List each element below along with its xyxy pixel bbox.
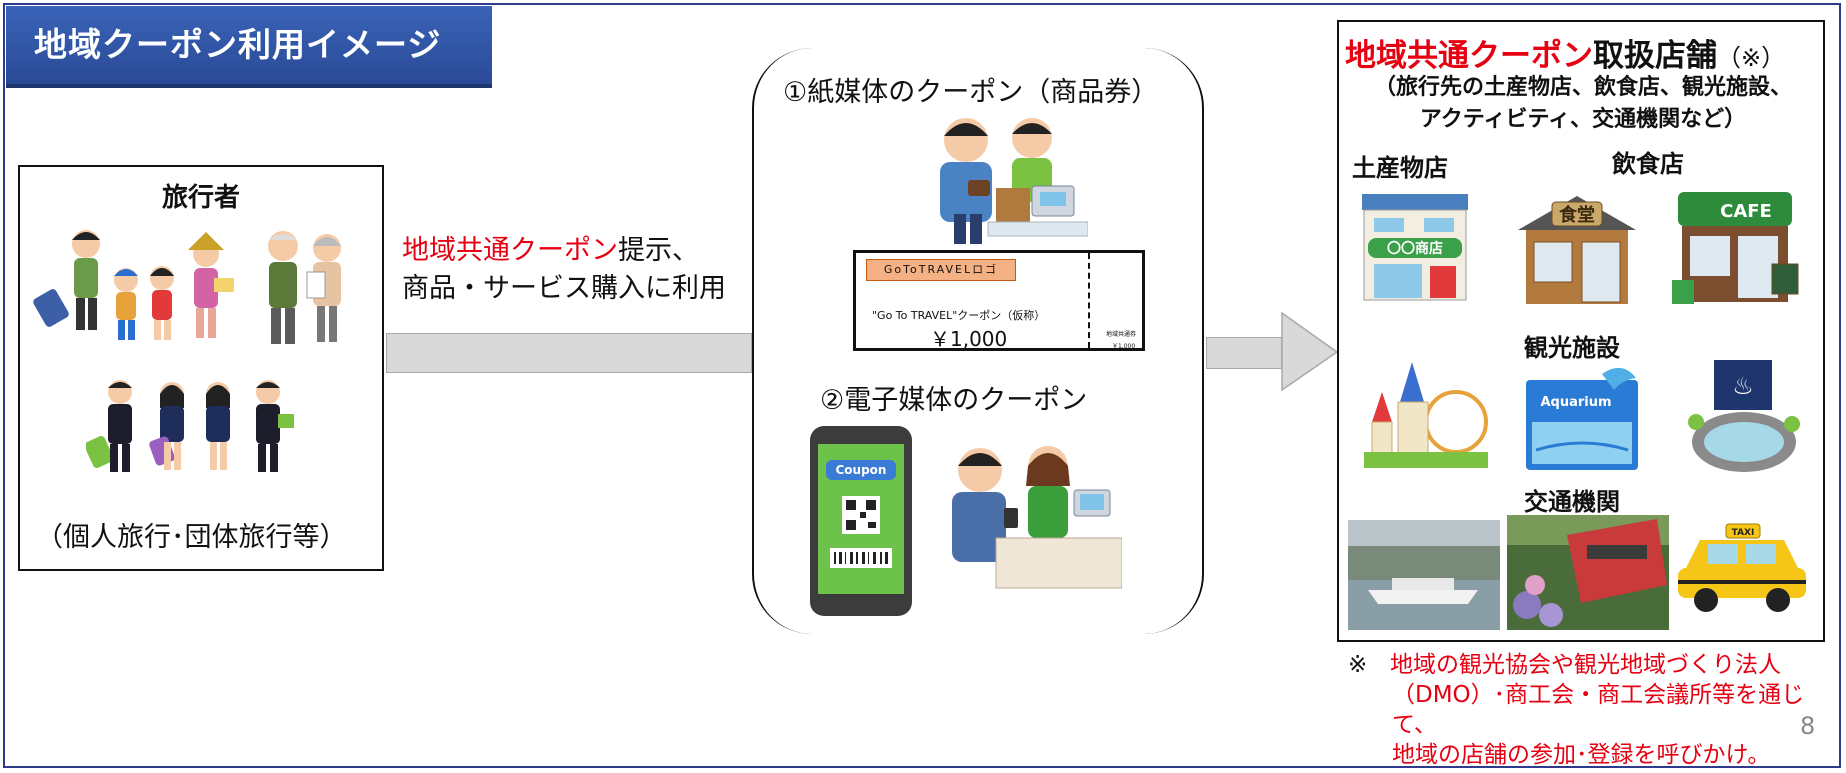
footnote-line3: 地域の店舗の参加･登録を呼びかけ。 <box>1392 742 1771 768</box>
shop-sign-text: 〇〇商店 <box>1387 240 1443 257</box>
train-car <box>1567 519 1667 603</box>
coupon-types-bracket <box>752 48 1204 634</box>
shopping-bag <box>996 188 1030 222</box>
taxi-roof-sign <box>1725 523 1761 539</box>
shops-subtitle: （旅行先の土産物店、飲食店、観光施設、 アクティビティ、交通機関など） <box>1345 72 1821 136</box>
coupon-badge <box>826 460 896 480</box>
right-connector-arrow <box>1206 337 1282 369</box>
boy-figure <box>114 268 138 340</box>
taxi-illustration: TAXI <box>1678 523 1806 612</box>
shops-title-rest: 取扱店舗 <box>1593 38 1717 74</box>
paper-coupon-label: ①紙媒体のクーポン（商品券） <box>783 77 1159 108</box>
right-arrow-head <box>1281 312 1339 392</box>
ferry-photo <box>1348 520 1500 630</box>
category-souvenir: 土産物店 <box>1352 154 1448 182</box>
ticket-logo: GoToTRAVELロゴ <box>866 259 1016 281</box>
ferry-boat <box>1368 590 1478 604</box>
shop-sign <box>1368 238 1462 258</box>
slide-frame <box>3 3 1841 768</box>
shops-title-note: （※） <box>1717 44 1786 72</box>
aquarium-illustration: Aquarium <box>1526 367 1638 470</box>
diner-illustration: 食堂 <box>1518 196 1636 304</box>
onsen-banner <box>1714 360 1772 410</box>
ticket-stub-name: 地域共通券 <box>1106 331 1137 338</box>
smartphone-illustration: Coupon <box>810 426 912 616</box>
taxi-sign-text: TAXI <box>1732 528 1755 538</box>
page-number: 8 <box>1800 712 1816 740</box>
traveler-title: 旅行者 <box>161 183 240 213</box>
paper-purchase-illustration <box>940 118 1088 244</box>
shops-box <box>1337 20 1825 642</box>
train-photo <box>1507 515 1669 630</box>
shops-title: 地域共通クーポン取扱店舗（※） <box>1345 30 1785 75</box>
girl-figure <box>150 266 174 340</box>
footnote-line2: （DMO）･商工会・商工会議所等を通じて、 <box>1392 682 1805 738</box>
counter <box>987 221 1088 237</box>
shop-counter <box>995 537 1122 589</box>
cafe-illustration: CAFE <box>1672 192 1799 304</box>
customer-with-phone <box>952 448 1018 562</box>
cafe-sign-text: CAFE <box>1720 201 1772 222</box>
student-group-illustration <box>86 380 294 472</box>
footnote-mark: ※ <box>1348 652 1368 678</box>
left-connector-arrow <box>386 333 752 373</box>
dolphin-icon <box>1602 367 1636 390</box>
digital-coupon-label: ②電子媒体のクーポン <box>820 385 1088 416</box>
ticket-name: "Go To TRAVEL"クーポン（仮称） <box>872 309 1046 322</box>
flow-description: 地域共通クーポン提示、 商品・サービス購入に利用 <box>402 232 726 308</box>
ticket-perforation <box>1088 253 1090 348</box>
customer-figure <box>940 118 992 244</box>
flow-line1-suffix: 提示、 <box>618 235 699 266</box>
flow-line2: 商品・サービス購入に利用 <box>402 273 726 304</box>
shops-title-coupon: 地域共通クーポン <box>1345 38 1593 74</box>
footnote: ※ 地域の観光協会や観光地域づくり法人 （DMO）･商工会・商工会議所等を通じて、… <box>1348 650 1846 770</box>
traveler-note: （個人旅行･団体旅行等） <box>36 522 347 553</box>
clerk-with-apron <box>1026 446 1070 538</box>
coupon-term: 地域共通クーポン <box>402 235 618 266</box>
grandfather-figure <box>268 231 298 344</box>
father-figure <box>33 230 100 330</box>
shops-subtitle-line2: アクティビティ、交通機関など） <box>1419 107 1747 132</box>
shops-subtitle-line1: （旅行先の土産物店、飲食店、観光施設、 <box>1373 75 1792 100</box>
student-figures <box>86 380 294 472</box>
ticket-price: ￥1,000 <box>930 327 1008 351</box>
slide-title: 地域クーポン利用イメージ <box>6 6 492 88</box>
family-illustration <box>33 230 234 340</box>
digital-purchase-illustration <box>952 446 1122 589</box>
paper-coupon-ticket: GoToTRAVELロゴ "Go To TRAVEL"クーポン（仮称） ￥1,0… <box>853 250 1145 351</box>
aquarium-sign-text: Aquarium <box>1540 395 1611 410</box>
souvenir-shop-illustration: 〇〇商店 <box>1362 194 1468 301</box>
diner-sign <box>1551 201 1603 227</box>
category-restaurant: 飲食店 <box>1612 150 1684 178</box>
amusement-park-illustration <box>1364 362 1488 468</box>
hot-spring-illustration: ♨ <box>1688 360 1800 472</box>
grandmother-figure <box>306 234 341 342</box>
footnote-line1: 地域の観光協会や観光地域づくり法人 <box>1390 652 1781 678</box>
ticket-stub-price: ￥1,000 <box>1112 343 1136 350</box>
mother-figure <box>188 232 234 338</box>
diner-sign-text: 食堂 <box>1558 204 1595 226</box>
cafe-awning <box>1678 192 1792 226</box>
category-transport: 交通機関 <box>1524 488 1620 516</box>
category-sightseeing: 観光施設 <box>1524 334 1620 362</box>
traveler-box: 旅行者 （個人旅行･団体旅行等） <box>18 165 384 571</box>
coupon-badge-text: Coupon <box>836 463 887 477</box>
onsen-icon: ♨ <box>1732 372 1754 400</box>
elderly-couple-illustration <box>268 231 341 344</box>
